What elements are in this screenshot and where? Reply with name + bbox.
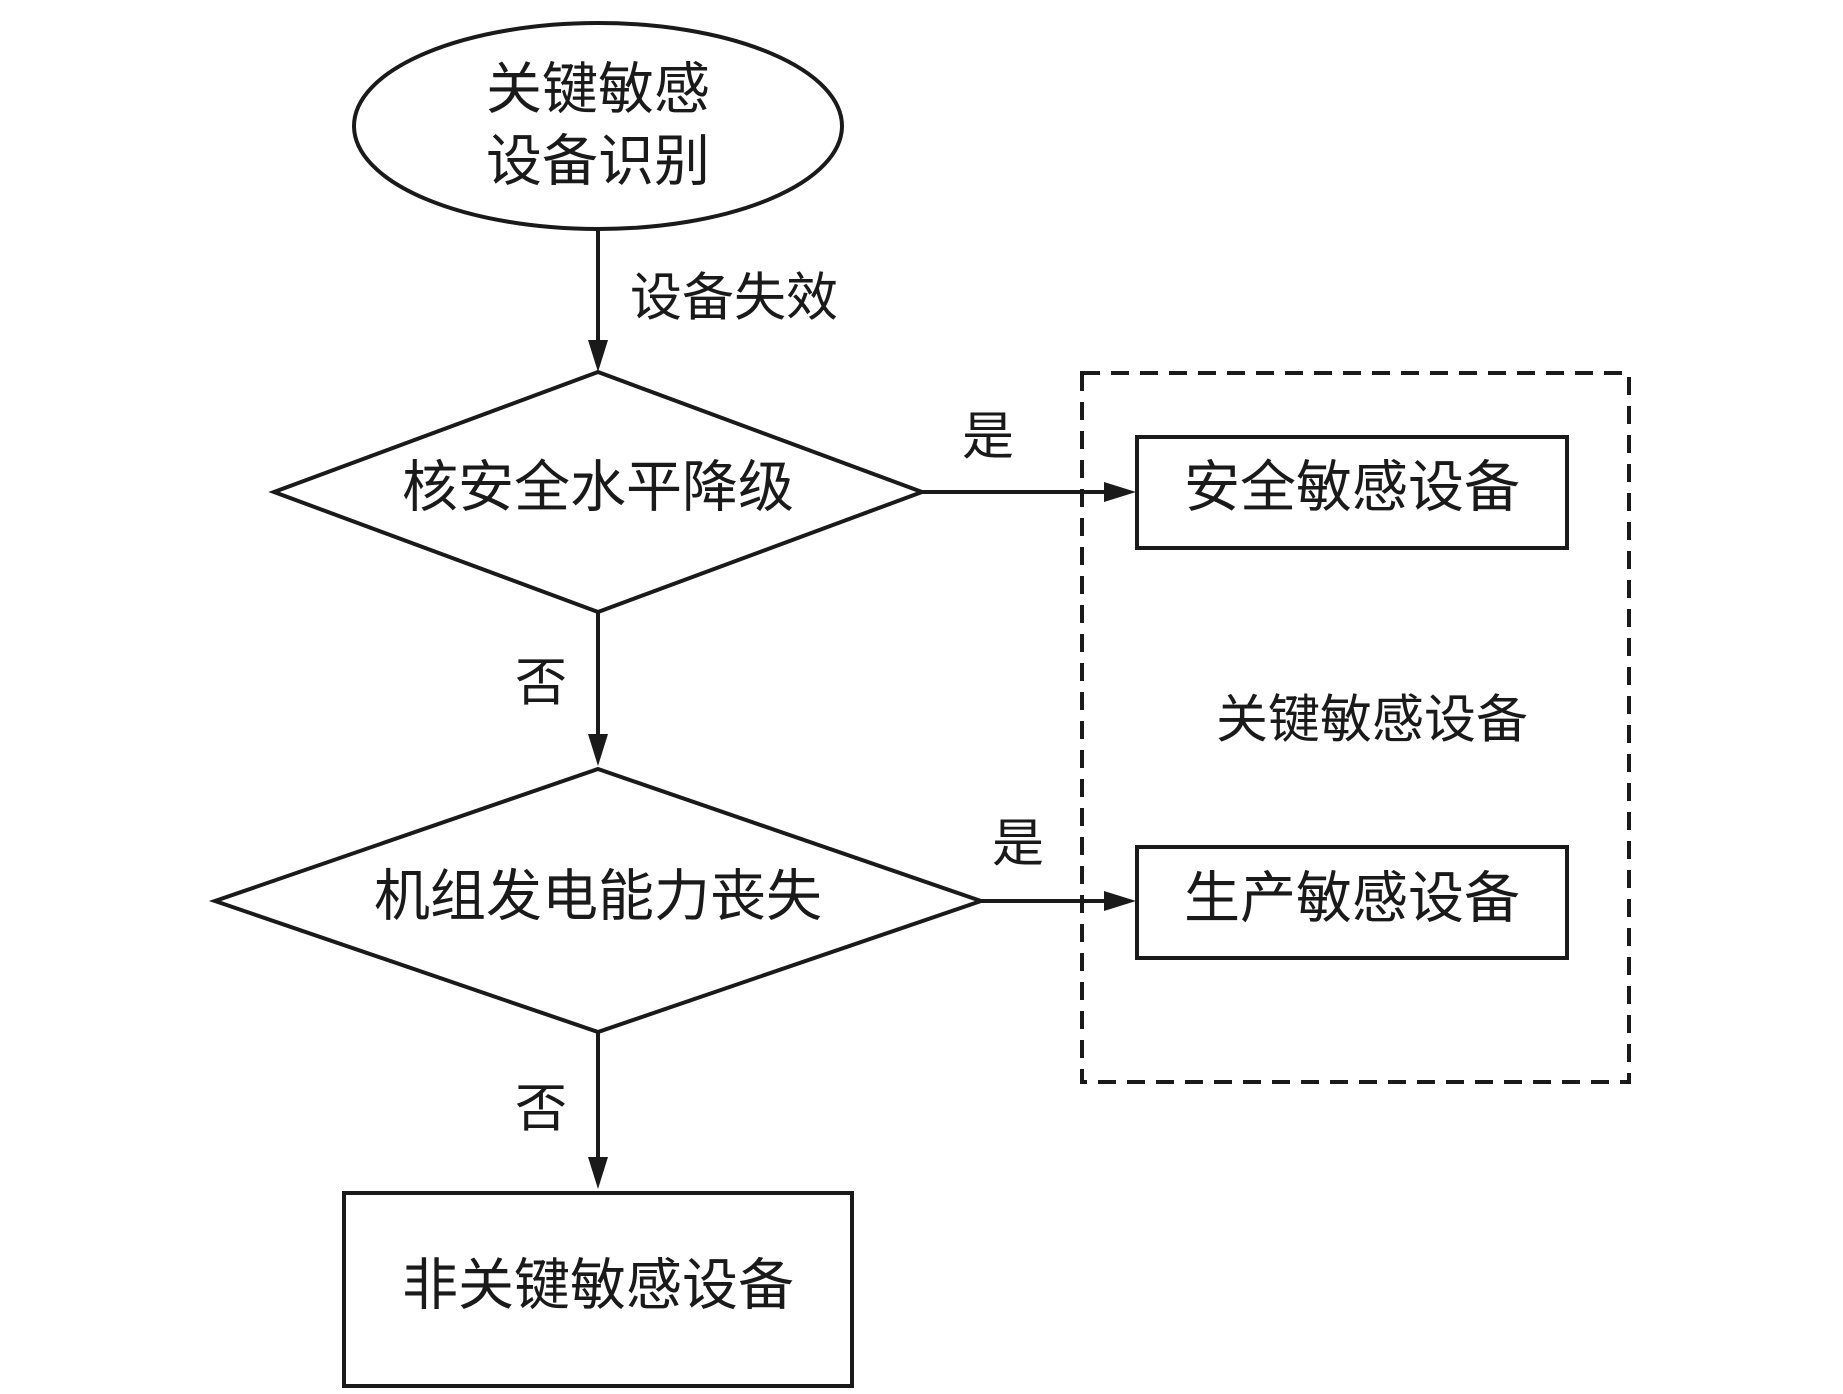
- non-critical-box: [342, 1191, 854, 1388]
- start-ellipse: [352, 21, 844, 231]
- critical-sensitive-group-box: [1080, 371, 1631, 1084]
- arrowhead-safety-to-generation: [588, 734, 608, 766]
- safety-sensitive-box: [1135, 435, 1569, 550]
- edge-label-failure: 设备失效: [630, 269, 838, 329]
- non-critical-text: 非关键敏感设备: [402, 1254, 794, 1319]
- arrowhead-generation-to-end: [588, 1157, 608, 1189]
- group-title: 关键敏感设备: [1216, 691, 1528, 751]
- arrowhead-safety-to-safety-box: [1104, 482, 1136, 502]
- yes-label-safety: 是: [962, 408, 1014, 468]
- no-label-generation: 否: [515, 1080, 567, 1140]
- start-text-line1: 关键敏感: [486, 58, 710, 123]
- no-label-safety: 否: [515, 654, 567, 714]
- production-sensitive-text: 生产敏感设备: [1184, 867, 1520, 932]
- decision-safety-text: 核安全水平降级: [402, 456, 794, 521]
- yes-label-generation: 是: [992, 815, 1044, 875]
- decision-safety-diamond: [268, 369, 928, 615]
- start-text-line2: 设备识别: [486, 130, 710, 195]
- decision-generation-text: 机组发电能力丧失: [374, 865, 822, 930]
- safety-sensitive-text: 安全敏感设备: [1184, 456, 1520, 521]
- arrowhead-start-to-safety: [588, 340, 608, 372]
- decision-generation-diamond: [208, 766, 988, 1035]
- arrowhead-generation-to-production-box: [1104, 891, 1136, 911]
- production-sensitive-box: [1135, 845, 1569, 960]
